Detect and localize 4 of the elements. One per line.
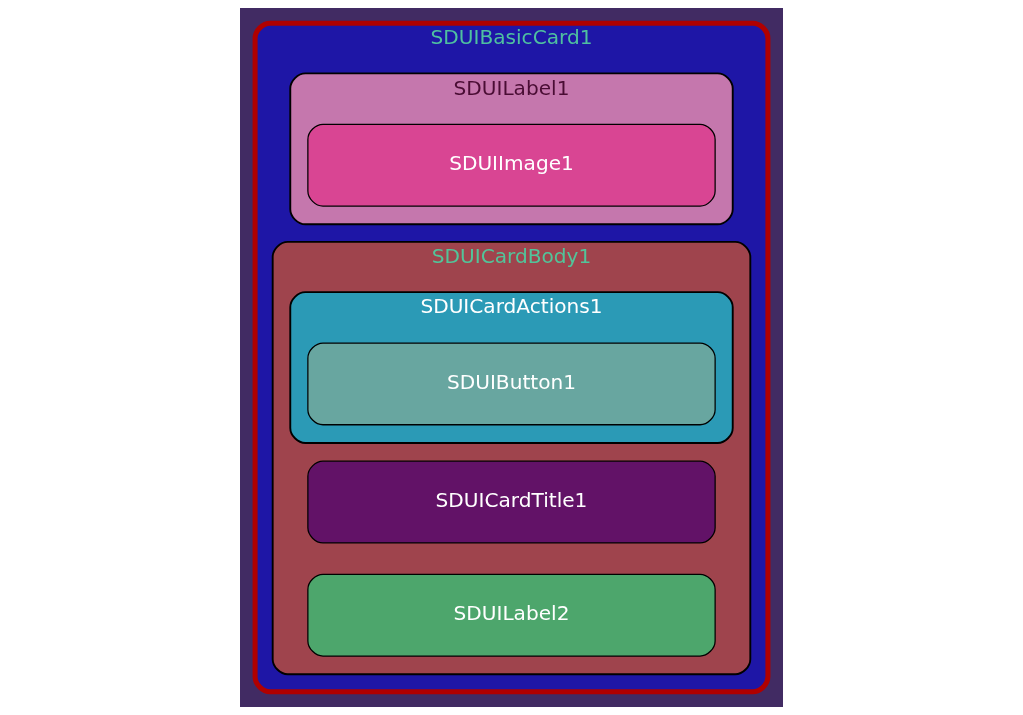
node-box: SDUIImage1 bbox=[307, 123, 716, 207]
node-box: SDUICardTitle1 bbox=[307, 460, 716, 544]
node-box: SDUIButton1 bbox=[307, 342, 716, 426]
node-box: SDUILabel2 bbox=[307, 573, 716, 657]
